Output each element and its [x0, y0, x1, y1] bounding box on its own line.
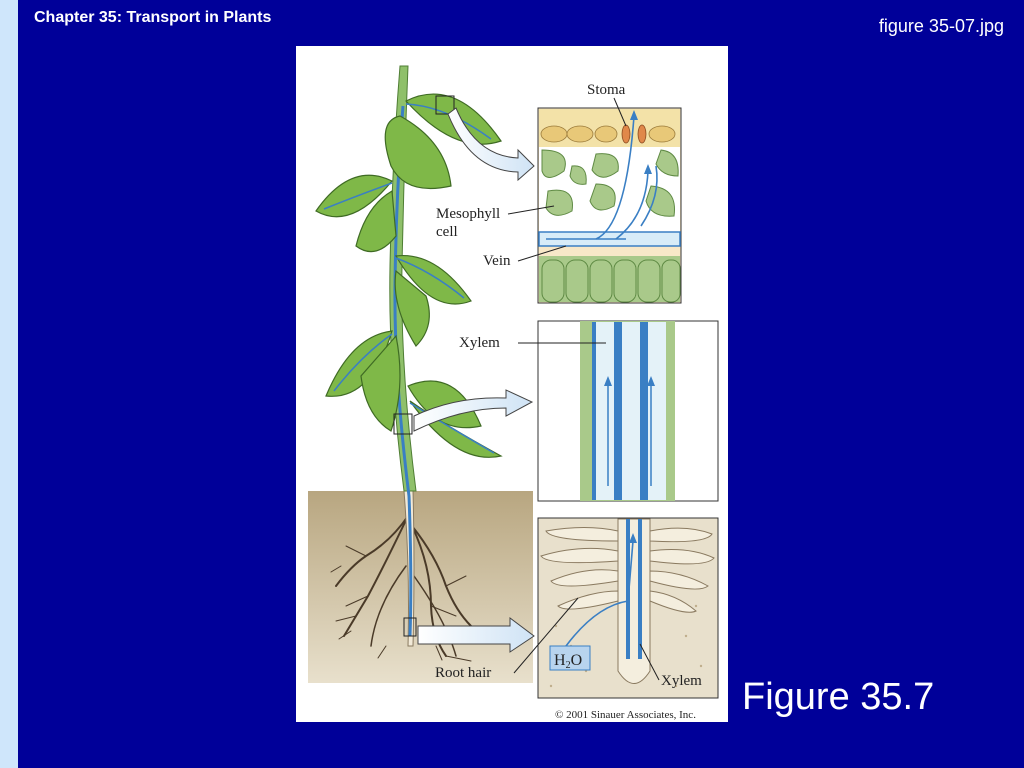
mesophyll-label-line1: Mesophyll: [436, 206, 500, 222]
stem-callout-arrow: [413, 389, 534, 432]
leaf-callout-box: [435, 95, 455, 115]
xylem-top-label: Xylem: [459, 335, 500, 351]
stem-xylem-panel: Xylem: [459, 320, 719, 502]
leaf-callout-arrow: [447, 107, 535, 182]
root-system: [330, 515, 474, 662]
root-callout-box: [403, 617, 417, 637]
xylem-bottom-label: Xylem: [661, 673, 702, 689]
plant-illustration: [308, 65, 535, 683]
root-hair-label: Root hair: [435, 665, 491, 681]
file-label: figure 35-07.jpg: [878, 16, 1004, 36]
root-hair-panel: H2O Root hair Xylem: [435, 517, 719, 699]
stoma-label: Stoma: [587, 82, 626, 98]
figure-caption: Figure 35.7: [742, 676, 935, 718]
stem-callout-box: [393, 413, 413, 435]
vein-label: Vein: [483, 253, 511, 269]
h2o-label: H2O: [554, 652, 582, 671]
leaf-veins: [323, 103, 495, 454]
leaves: [315, 93, 503, 458]
chapter-title: Chapter 35: Transport in Plants: [34, 9, 272, 26]
soil: [308, 491, 533, 683]
copyright-label: © 2001 Sinauer Associates, Inc.: [555, 709, 696, 721]
plant-transport-figure: Stoma Mesophyll cell Vein: [296, 46, 728, 722]
mesophyll-label-line2: cell: [436, 224, 458, 240]
leaf-cross-section-panel: Stoma Mesophyll cell Vein: [436, 82, 682, 304]
left-accent-strip: [0, 0, 18, 768]
root-callout-arrow: [417, 617, 535, 653]
